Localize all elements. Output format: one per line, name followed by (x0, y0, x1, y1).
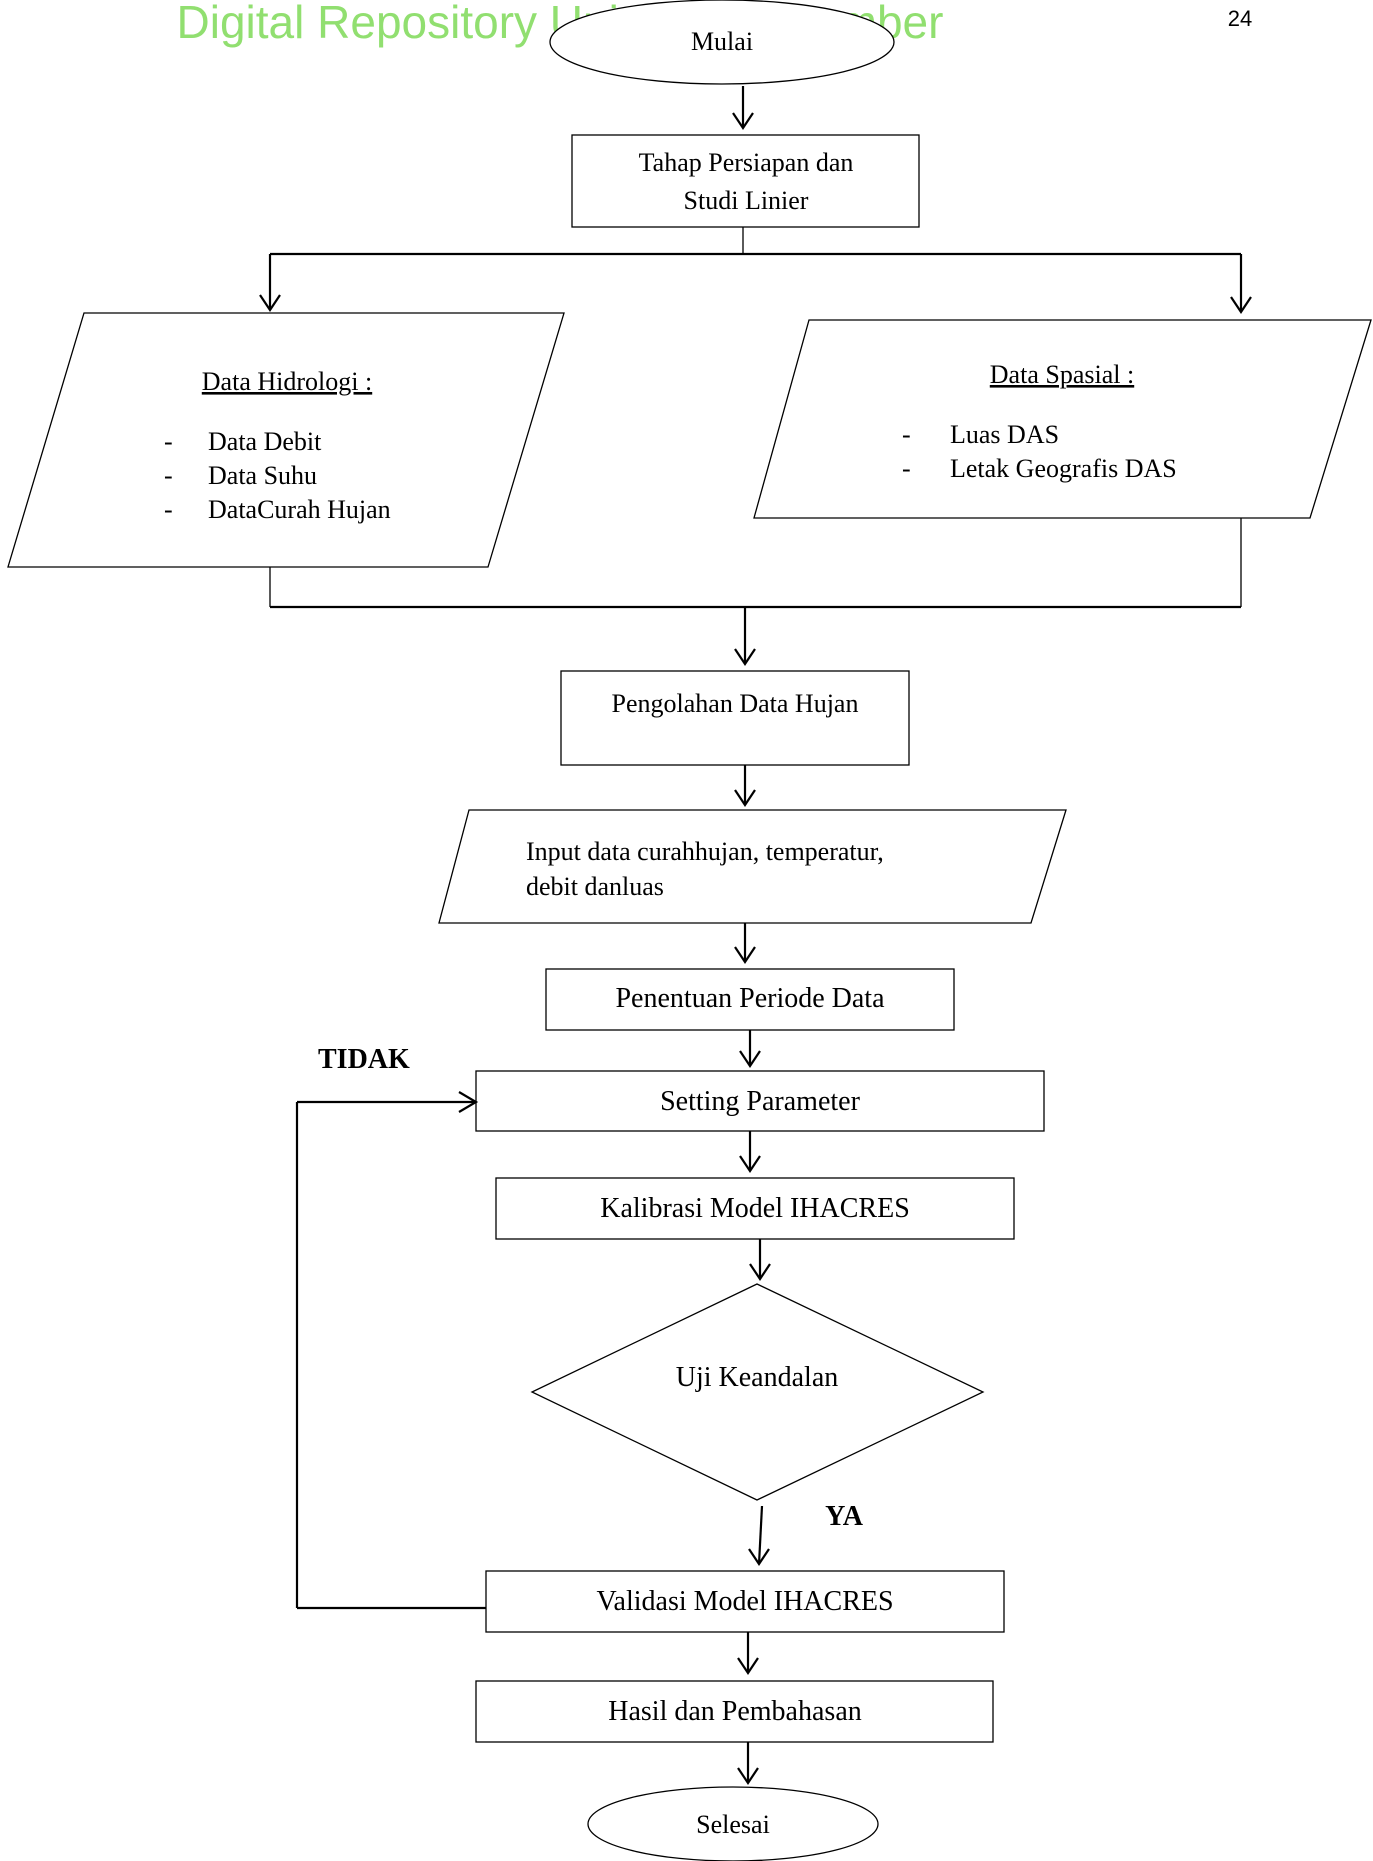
preparation-box (571, 134, 920, 228)
yes-label: YA (825, 1501, 864, 1532)
arrow-results-to-end (737, 1742, 759, 1785)
arrow-validation-to-results (737, 1632, 759, 1675)
input-label-line1: Input data curahhujan, temperatur, (526, 837, 884, 866)
loop-validation-to-setting (295, 1091, 486, 1610)
arrow-input-to-period (734, 923, 756, 964)
arrow-processing-to-input (734, 765, 756, 807)
end-label: Selesai (696, 1810, 770, 1839)
rain-processing-process: Pengolahan Data Hujan (560, 670, 910, 766)
hydrology-bullet: - (164, 495, 173, 524)
preparation-process: Tahap Persiapan dan Studi Linier (571, 134, 920, 228)
results-process: Hasil dan Pembahasan (475, 1680, 994, 1743)
spatial-title: Data Spasial : (990, 360, 1134, 389)
input-data-io: Input data curahhujan, temperatur, debit… (438, 809, 1067, 924)
spatial-bullet: - (902, 420, 911, 449)
hydrology-data-input: Data Hidrologi : - Data Debit - Data Suh… (7, 312, 565, 568)
arrow-calibration-to-decision (749, 1239, 771, 1281)
period-process: Penentuan Periode Data (545, 968, 955, 1031)
start-ellipse (549, 0, 895, 85)
page-number: 24 (1228, 6, 1252, 31)
validation-process: Validasi Model IHACRES (485, 1570, 1005, 1633)
validation-label: Validasi Model IHACRES (596, 1586, 893, 1617)
results-label: Hasil dan Pembahasan (608, 1696, 862, 1727)
rain-processing-label: Pengolahan Data Hujan (612, 689, 859, 718)
end-terminal: Selesai (587, 1786, 879, 1861)
calibration-box (495, 1177, 1015, 1240)
calibration-label: Kalibrasi Model IHACRES (600, 1193, 910, 1224)
merge-connector (269, 518, 1242, 666)
arrow-period-to-setting (739, 1030, 761, 1068)
spatial-data-input: Data Spasial : - Luas DAS - Letak Geogra… (753, 319, 1372, 519)
input-label-line2: debit danluas (526, 872, 664, 901)
hydrology-bullet: - (164, 427, 173, 456)
decision-node: Uji Keandalan (530, 1283, 985, 1501)
spatial-parallelogram (753, 319, 1372, 519)
spatial-item: Luas DAS (950, 420, 1059, 449)
spatial-bullet: - (902, 454, 911, 483)
preparation-label-line2: Studi Linier (684, 186, 809, 215)
preparation-label-line1: Tahap Persiapan dan (639, 148, 854, 177)
start-label: Mulai (691, 27, 753, 56)
end-ellipse (587, 1786, 879, 1861)
rain-processing-box (560, 670, 910, 766)
setting-label: Setting Parameter (660, 1086, 861, 1117)
spatial-item: Letak Geografis DAS (950, 454, 1177, 483)
validation-box (485, 1570, 1005, 1633)
hydrology-item: Data Suhu (208, 461, 317, 490)
arrow-setting-to-calibration (739, 1131, 761, 1173)
calibration-process: Kalibrasi Model IHACRES (495, 1177, 1015, 1240)
hydrology-item: Data Debit (208, 427, 322, 456)
no-label: TIDAK (318, 1044, 410, 1075)
decision-label: Uji Keandalan (676, 1362, 839, 1393)
arrow-start-to-prep (732, 86, 754, 130)
decision-diamond (530, 1283, 985, 1501)
hydrology-parallelogram (7, 312, 565, 568)
period-label: Penentuan Periode Data (615, 983, 885, 1014)
start-terminal: Mulai (549, 0, 895, 85)
arrow-decision-to-validation (748, 1505, 770, 1566)
results-box (475, 1680, 994, 1743)
split-connector (259, 227, 1252, 314)
input-parallelogram (438, 809, 1067, 924)
hydrology-title: Data Hidrologi : (202, 367, 372, 396)
setting-box (475, 1070, 1045, 1132)
hydrology-item: DataCurah Hujan (208, 495, 391, 524)
setting-process: Setting Parameter (475, 1070, 1045, 1132)
hydrology-bullet: - (164, 461, 173, 490)
